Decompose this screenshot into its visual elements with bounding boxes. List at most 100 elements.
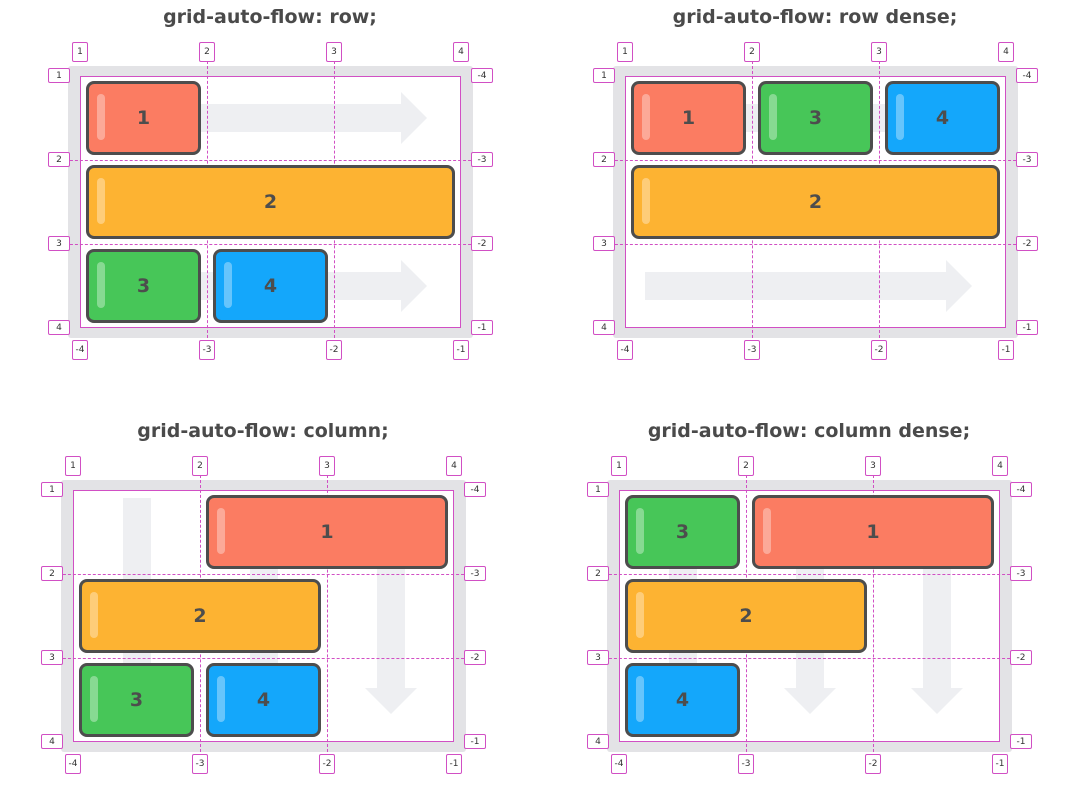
grid-line-number-right: -2 <box>471 236 493 251</box>
grid-line-number-left: 1 <box>48 68 70 83</box>
grid-line-number-bottom: -1 <box>992 754 1008 774</box>
grid-item-2: 2 <box>86 165 455 239</box>
grid-line-number-right: -3 <box>471 152 493 167</box>
item-highlight <box>642 94 650 140</box>
item-highlight <box>769 94 777 140</box>
flow-arrowhead <box>364 688 417 714</box>
grid-line-number-right: -3 <box>464 566 486 581</box>
grid-item-2: 2 <box>631 165 1000 239</box>
grid-item-label: 3 <box>136 275 151 297</box>
panel-title: grid-auto-flow: row; <box>163 6 377 28</box>
grid-item-4: 4 <box>885 81 1000 155</box>
grid-item-2: 2 <box>625 579 867 653</box>
item-highlight <box>763 508 771 554</box>
grid-line-number-top: 4 <box>453 42 469 62</box>
grid-line-number-left: 1 <box>593 68 615 83</box>
item-highlight <box>224 262 232 308</box>
panel-row-dense: grid-auto-flow: row dense; 1 3 4 2 1 -4 1 -4 2 -3… <box>545 0 1065 390</box>
grid-line-number-right: -2 <box>1010 650 1032 665</box>
grid-item-label: 4 <box>675 689 690 711</box>
panel-title: grid-auto-flow: row dense; <box>672 6 958 28</box>
grid-item-label: 3 <box>129 689 144 711</box>
grid-line-number-bottom: -3 <box>744 340 760 360</box>
flow-arrowhead <box>910 688 963 714</box>
panel-title: grid-auto-flow: column; <box>137 420 389 442</box>
grid-line-number-left: 4 <box>48 320 70 335</box>
item-highlight <box>90 676 98 722</box>
grid-line-row <box>599 574 1020 575</box>
grid-line-number-left: 4 <box>587 734 609 749</box>
grid-line-number-top: 3 <box>319 456 335 476</box>
grid-line-number-bottom: -4 <box>65 754 81 774</box>
grid-item-3: 3 <box>625 495 740 569</box>
grid-line-row <box>599 658 1020 659</box>
grid-line-number-right: -4 <box>1016 68 1038 83</box>
grid-line-number-top: 1 <box>65 456 81 476</box>
grid-line-number-right: -2 <box>1016 236 1038 251</box>
grid-item-4: 4 <box>625 663 740 737</box>
grid-item-2: 2 <box>79 579 321 653</box>
grid-line-number-left: 2 <box>593 152 615 167</box>
grid-item-4: 4 <box>213 249 328 323</box>
grid-line-row <box>605 244 1026 245</box>
grid-line-row <box>605 160 1026 161</box>
item-highlight <box>636 676 644 722</box>
grid-line-number-bottom: -4 <box>611 754 627 774</box>
grid-line-number-bottom: -3 <box>738 754 754 774</box>
grid-line-number-left: 2 <box>41 566 63 581</box>
grid-line-row <box>53 658 474 659</box>
item-highlight <box>636 592 644 638</box>
grid-line-number-top: 3 <box>326 42 342 62</box>
grid-item-1: 1 <box>752 495 994 569</box>
item-highlight <box>90 592 98 638</box>
grid-line-number-left: 3 <box>48 236 70 251</box>
grid-line-number-top: 2 <box>744 42 760 62</box>
grid-line-number-bottom: -3 <box>192 754 208 774</box>
grid-item-label: 1 <box>681 107 696 129</box>
grid-line-number-right: -1 <box>471 320 493 335</box>
grid-line-number-top: 4 <box>998 42 1014 62</box>
grid-item-label: 4 <box>256 689 271 711</box>
flow-arrowhead <box>946 260 972 312</box>
grid-line-number-top: 3 <box>871 42 887 62</box>
grid-item-label: 3 <box>675 521 690 543</box>
grid-line-number-left: 4 <box>41 734 63 749</box>
grid-item-label: 4 <box>263 275 278 297</box>
flow-arrow-shaft <box>645 272 946 300</box>
grid-line-number-bottom: -1 <box>446 754 462 774</box>
item-highlight <box>896 94 904 140</box>
grid-line-number-left: 1 <box>587 482 609 497</box>
item-highlight <box>217 508 225 554</box>
grid-line-number-bottom: -4 <box>617 340 633 360</box>
grid-item-label: 1 <box>866 521 880 543</box>
grid-line-number-top: 1 <box>72 42 88 62</box>
item-highlight <box>97 94 105 140</box>
grid-item-3: 3 <box>86 249 201 323</box>
grid-item-1: 1 <box>86 81 201 155</box>
grid-item-label: 4 <box>935 107 950 129</box>
grid-line-number-right: -4 <box>1010 482 1032 497</box>
grid-line-number-bottom: -2 <box>865 754 881 774</box>
grid-line-number-top: 2 <box>738 456 754 476</box>
grid-line-row <box>60 244 481 245</box>
grid-line-number-right: -4 <box>464 482 486 497</box>
flow-arrowhead <box>401 260 427 312</box>
grid-item-3: 3 <box>79 663 194 737</box>
grid-line-number-bottom: -4 <box>72 340 88 360</box>
grid-item-label: 2 <box>739 605 753 627</box>
grid-item-3: 3 <box>758 81 873 155</box>
grid-item-label: 2 <box>808 191 823 213</box>
item-highlight <box>97 262 105 308</box>
grid-item-4: 4 <box>206 663 321 737</box>
grid-line-number-right: -2 <box>464 650 486 665</box>
grid-line-number-top: 1 <box>617 42 633 62</box>
grid-line-number-top: 2 <box>199 42 215 62</box>
grid-line-column <box>873 470 874 762</box>
grid-line-number-right: -4 <box>471 68 493 83</box>
grid-item-label: 1 <box>320 521 334 543</box>
grid-line-row <box>53 574 474 575</box>
grid-item-1: 1 <box>206 495 448 569</box>
grid-line-column <box>327 470 328 762</box>
